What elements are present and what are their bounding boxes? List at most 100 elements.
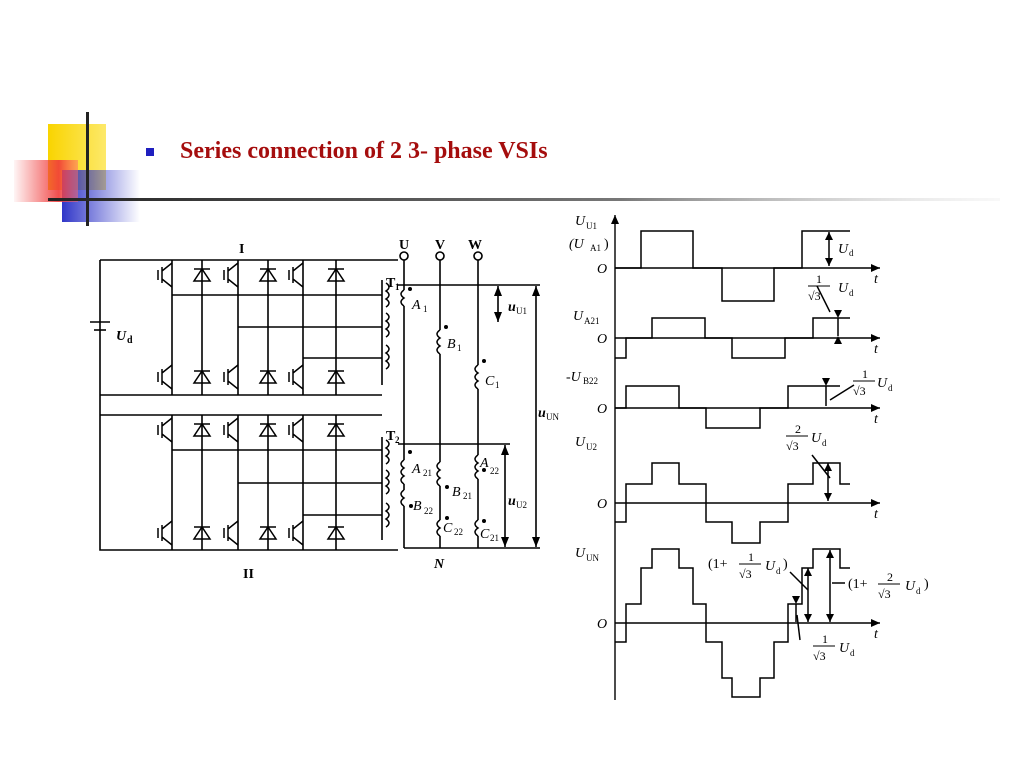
label-u-u2-sub: U2 xyxy=(516,500,527,510)
trace-ua21 xyxy=(615,317,850,359)
plot1-time: t xyxy=(874,272,879,287)
label-terminal-w: W xyxy=(468,238,482,253)
plot5-ann2-close: ) xyxy=(924,577,929,592)
plot2-label: U xyxy=(573,309,584,324)
diode-icon xyxy=(192,369,212,384)
label-u-un-sub: UN xyxy=(546,412,559,422)
plot1-alt-close: ) xyxy=(604,237,609,252)
igbt-icon xyxy=(157,262,173,288)
plot1-frac-ud-sub: d xyxy=(849,288,854,298)
label-b1-sub: 1 xyxy=(457,343,462,353)
trace-uu2 xyxy=(615,462,850,544)
plot5-ann1-close: ) xyxy=(783,557,788,572)
waveform-labels: U U1 (U A1 ) O t U d 1 √3 U d U A21 O t … xyxy=(566,214,929,663)
label-u-u2: u xyxy=(508,494,516,509)
transformer-coils xyxy=(384,282,480,537)
plot4-frac-den: √3 xyxy=(786,439,799,453)
diode-icon xyxy=(192,267,212,282)
plot1-label: U xyxy=(575,214,586,229)
annotation-arrowheads xyxy=(792,232,842,622)
title-row: Series connection of 2 3- phase VSIs xyxy=(146,138,548,165)
plot3-origin: O xyxy=(597,402,607,417)
label-t1-sub: 1 xyxy=(395,282,400,292)
secondary-wiring xyxy=(398,256,540,549)
plot1-origin: O xyxy=(597,262,607,277)
plot3-label: -U xyxy=(566,370,582,385)
plot3-time: t xyxy=(874,412,879,427)
label-t2-sub: 2 xyxy=(395,435,400,445)
label-terminal-v: V xyxy=(435,238,445,253)
plot5-ann3-ud-sub: d xyxy=(850,648,855,658)
plot5-ann1-ud: U xyxy=(765,559,776,574)
plot1-frac-den: √3 xyxy=(808,289,821,303)
plot4-label-sub: U2 xyxy=(586,442,597,452)
diode-icon xyxy=(326,267,346,282)
label-b22-sub: 22 xyxy=(424,506,433,516)
label-c22: C xyxy=(443,521,453,536)
label-a1-sub: 1 xyxy=(423,304,428,314)
diode-icon xyxy=(258,267,278,282)
diode-icon xyxy=(258,422,278,437)
plot5-ann2-den: √3 xyxy=(878,587,891,601)
plot2-label-sub: A21 xyxy=(584,316,600,326)
label-inverter-2: II xyxy=(243,567,254,582)
igbt-icon xyxy=(157,520,173,546)
terminals xyxy=(399,251,483,261)
trace-uu1 xyxy=(615,230,850,302)
igbt-icon xyxy=(157,364,173,390)
plot5-ann3-den: √3 xyxy=(813,649,826,663)
label-b21-sub: 21 xyxy=(463,491,472,501)
diode-icon xyxy=(192,525,212,540)
label-a22: A xyxy=(479,456,489,471)
igbt-icon xyxy=(288,364,304,390)
igbt-icon xyxy=(288,262,304,288)
diode-icon xyxy=(326,422,346,437)
igbt-icon xyxy=(223,417,239,443)
plot4-label: U xyxy=(575,435,586,450)
label-dc-source-sub: d xyxy=(127,335,133,346)
plot4-frac-num: 2 xyxy=(795,422,801,436)
label-c1: C xyxy=(485,374,495,389)
trace-ub22 xyxy=(615,385,840,429)
label-b22: B xyxy=(413,499,422,514)
axis-arrowheads xyxy=(611,215,880,627)
arrowheads xyxy=(494,286,540,547)
plot2-time: t xyxy=(874,342,879,357)
diode-icon xyxy=(258,369,278,384)
plot5-ann2-ud: U xyxy=(905,579,916,594)
plot5-ann1-ud-sub: d xyxy=(776,566,781,576)
plot1-alt-sub: A1 xyxy=(590,243,601,253)
plot3-frac-num: 1 xyxy=(862,367,868,381)
label-c22-sub: 22 xyxy=(454,527,463,537)
igbt-icon xyxy=(223,262,239,288)
label-b1: B xyxy=(447,337,456,352)
plot5-ann3-num: 1 xyxy=(822,632,828,646)
plot4-origin: O xyxy=(597,497,607,512)
label-t1: T xyxy=(386,276,396,291)
plot5-ann2-open: (1+ xyxy=(848,577,868,592)
label-c21-sub: 21 xyxy=(490,533,499,543)
plot1-label-sub: U1 xyxy=(586,221,597,231)
plot3-frac-ud: U xyxy=(877,376,888,391)
deco-red-block xyxy=(14,160,78,202)
diode-icon xyxy=(192,422,212,437)
plot4-time: t xyxy=(874,507,879,522)
label-c21: C xyxy=(480,527,490,542)
plot5-ann3-ud: U xyxy=(839,641,850,656)
plot3-frac-den: √3 xyxy=(853,384,866,398)
plot5-ann2-num: 2 xyxy=(887,570,893,584)
igbt-icon xyxy=(288,520,304,546)
igbt-icon xyxy=(157,417,173,443)
plot5-origin: O xyxy=(597,617,607,632)
slide-title: Series connection of 2 3- phase VSIs xyxy=(180,138,548,164)
deco-horizontal-line xyxy=(48,198,1000,201)
plot5-ann1-den: √3 xyxy=(739,567,752,581)
label-c1-sub: 1 xyxy=(495,380,500,390)
plot2-origin: O xyxy=(597,332,607,347)
switch-array xyxy=(157,262,346,546)
diode-icon xyxy=(326,525,346,540)
label-u-u1: u xyxy=(508,300,516,315)
